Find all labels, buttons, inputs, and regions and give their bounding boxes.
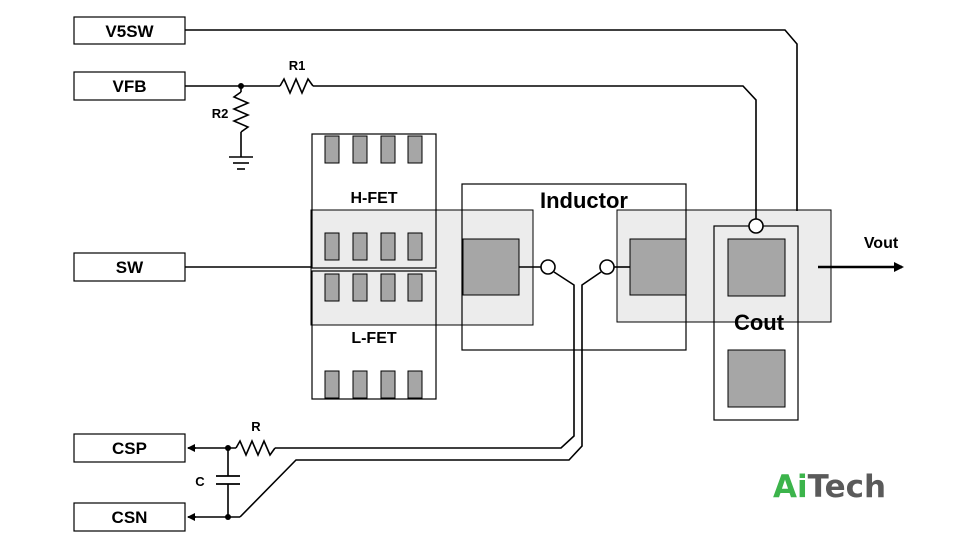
lfet-bottom-pads bbox=[324, 370, 423, 399]
label-hfet: H-FET bbox=[350, 190, 397, 207]
logo-part-tech: Tech bbox=[808, 469, 887, 505]
pin-csn: CSN bbox=[73, 502, 186, 532]
resistor-r2 bbox=[231, 91, 251, 133]
cout-pad-top bbox=[727, 238, 786, 297]
label-vout: Vout bbox=[864, 235, 899, 252]
label-r1: R1 bbox=[289, 58, 306, 73]
label-lfet: L-FET bbox=[351, 330, 397, 347]
pin-csp: CSP bbox=[73, 433, 186, 463]
hfet-top-pads bbox=[324, 135, 423, 164]
hfet-bottom-pads bbox=[324, 232, 423, 261]
lfet-top-pads bbox=[324, 273, 423, 302]
resistor-r1 bbox=[279, 76, 314, 96]
label-cout: Cout bbox=[734, 310, 785, 335]
pin-sw: SW bbox=[73, 252, 186, 282]
hfet-package bbox=[311, 133, 437, 269]
cout-pad-bottom bbox=[727, 349, 786, 408]
pin-csn-label: CSN bbox=[112, 508, 148, 527]
junction-dot-csn bbox=[225, 514, 231, 520]
label-inductor: Inductor bbox=[540, 188, 628, 213]
label-r: R bbox=[251, 419, 261, 434]
resistor-r bbox=[235, 438, 276, 458]
wire-sense-cross-2 bbox=[239, 271, 602, 518]
label-r2: R2 bbox=[212, 106, 229, 121]
capacitor-c bbox=[216, 475, 240, 485]
aitech-logo: AiTech bbox=[773, 469, 886, 505]
pin-v5sw: V5SW bbox=[73, 16, 186, 45]
ground-icon bbox=[229, 156, 253, 170]
label-c: C bbox=[195, 474, 205, 489]
wire-vfb-r1-out bbox=[313, 85, 757, 219]
wire-v5sw bbox=[185, 29, 798, 211]
inductor-pad-left bbox=[462, 238, 520, 296]
inductor-pad-right bbox=[629, 238, 687, 296]
pin-vfb: VFB bbox=[73, 71, 186, 101]
via-vfb-sense bbox=[748, 218, 764, 234]
pin-sw-label: SW bbox=[116, 258, 144, 277]
via-inductor-right bbox=[599, 259, 615, 275]
wires bbox=[185, 29, 798, 518]
svg-text:AiTech: AiTech bbox=[773, 469, 886, 505]
pin-csp-label: CSP bbox=[112, 439, 147, 458]
pin-v5sw-label: V5SW bbox=[105, 22, 154, 41]
lfet-package bbox=[311, 270, 437, 400]
junction-dot-vfb bbox=[238, 83, 244, 89]
pin-vfb-label: VFB bbox=[113, 77, 147, 96]
wire-sense-cross-1 bbox=[275, 271, 575, 449]
logo-part-ai: Ai bbox=[773, 469, 808, 505]
via-inductor-left bbox=[540, 259, 556, 275]
junction-dot-csp bbox=[225, 445, 231, 451]
